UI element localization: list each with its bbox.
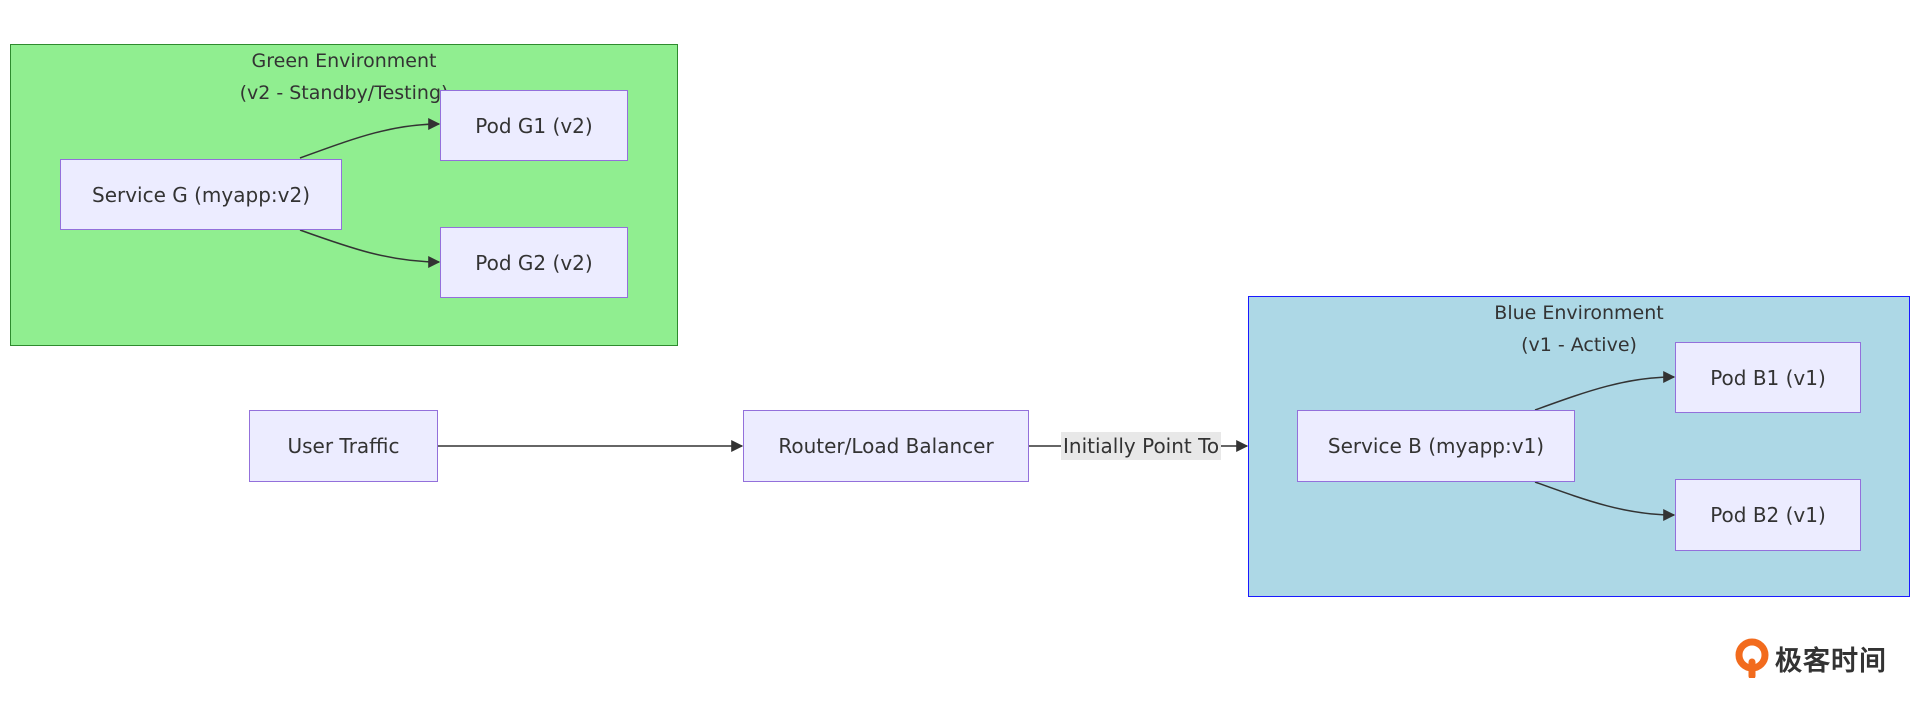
blue-cluster-title: Blue Environment [1494, 302, 1664, 324]
node-pod-b2: Pod B2 (v1) [1675, 479, 1861, 551]
geektime-logo-text: 极客时间 [1775, 645, 1887, 677]
geektime-logo-icon [1735, 638, 1769, 678]
node-user-traffic: User Traffic [249, 410, 438, 482]
edge-label-initially-point-to: Initially Point To [1061, 432, 1222, 460]
edge-service-g-to-pod-g1 [299, 118, 441, 159]
blue-cluster-subtitle: (v1 - Active) [1521, 334, 1637, 356]
node-service-b: Service B (myapp:v1) [1297, 410, 1575, 482]
geektime-logo: 极客时间 [1735, 636, 1887, 680]
green-cluster-subtitle: (v2 - Standby/Testing) [239, 82, 449, 104]
node-pod-b1: Pod B1 (v1) [1675, 342, 1861, 413]
edge-service-g-to-pod-g2 [299, 229, 441, 268]
node-service-g: Service G (myapp:v2) [60, 159, 342, 230]
node-router: Router/Load Balancer [743, 410, 1029, 482]
edge-service-b-to-pod-b1 [1534, 371, 1676, 411]
edge-service-b-to-pod-b2 [1534, 481, 1676, 521]
node-pod-g2: Pod G2 (v2) [440, 227, 628, 298]
green-cluster-title: Green Environment [251, 50, 437, 72]
node-pod-g1: Pod G1 (v2) [440, 90, 628, 161]
